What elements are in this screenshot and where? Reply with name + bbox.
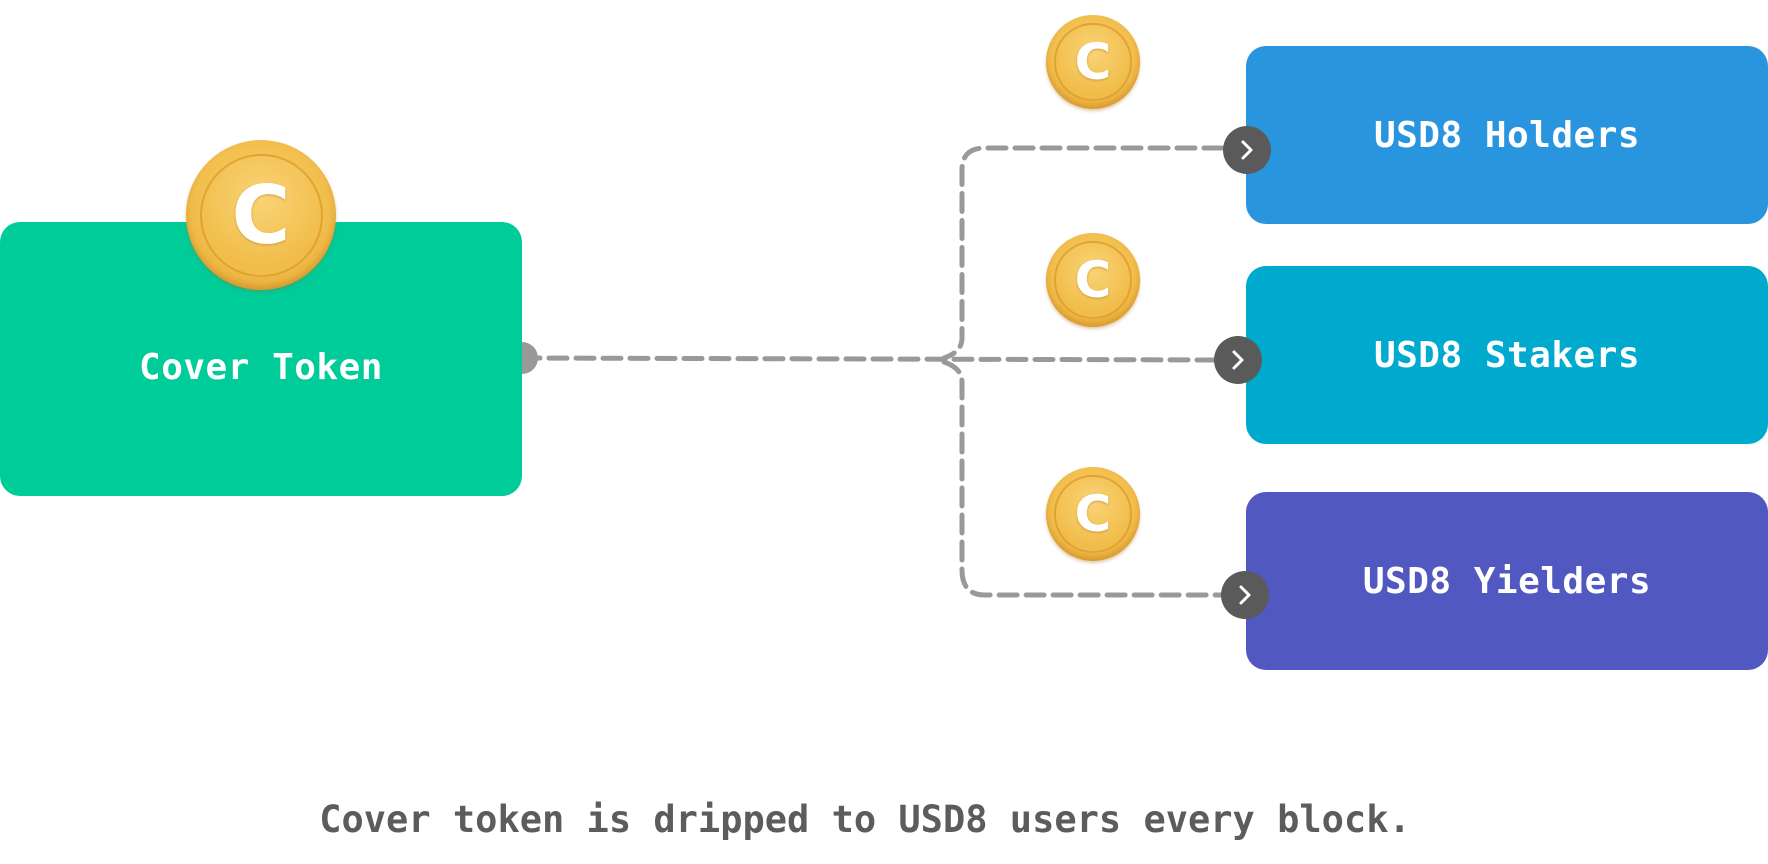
coin-letter: C <box>1074 485 1112 543</box>
branch-to-yielders <box>941 359 1225 598</box>
coin-letter: C <box>231 168 291 262</box>
coin-icon-stakers: C <box>1046 233 1140 327</box>
coin-letter: C <box>1074 33 1112 91</box>
usd8-yielders-label: USD8 Yielders <box>1362 560 1652 602</box>
main-connector-line <box>519 355 1221 363</box>
usd8-stakers-label: USD8 Stakers <box>1373 334 1641 376</box>
cover-token-label: Cover Token <box>139 346 383 388</box>
cover-token-coin-icon: C <box>186 140 336 290</box>
chevron-right-icon <box>1221 571 1269 619</box>
usd8-stakers-box: USD8 Stakers <box>1246 266 1768 444</box>
usd8-holders-label: USD8 Holders <box>1373 114 1641 156</box>
chevron-right-icon <box>1214 336 1262 384</box>
chevron-right-icon <box>1223 126 1271 174</box>
usd8-holders-box: USD8 Holders <box>1246 46 1768 224</box>
coin-icon-yielders: C <box>1046 467 1140 561</box>
diagram-caption: Cover token is dripped to USD8 users eve… <box>319 798 1411 841</box>
branch-to-holders <box>941 145 1225 361</box>
coin-icon-holders: C <box>1046 15 1140 109</box>
usd8-yielders-box: USD8 Yielders <box>1246 492 1768 670</box>
coin-letter: C <box>1074 251 1112 309</box>
